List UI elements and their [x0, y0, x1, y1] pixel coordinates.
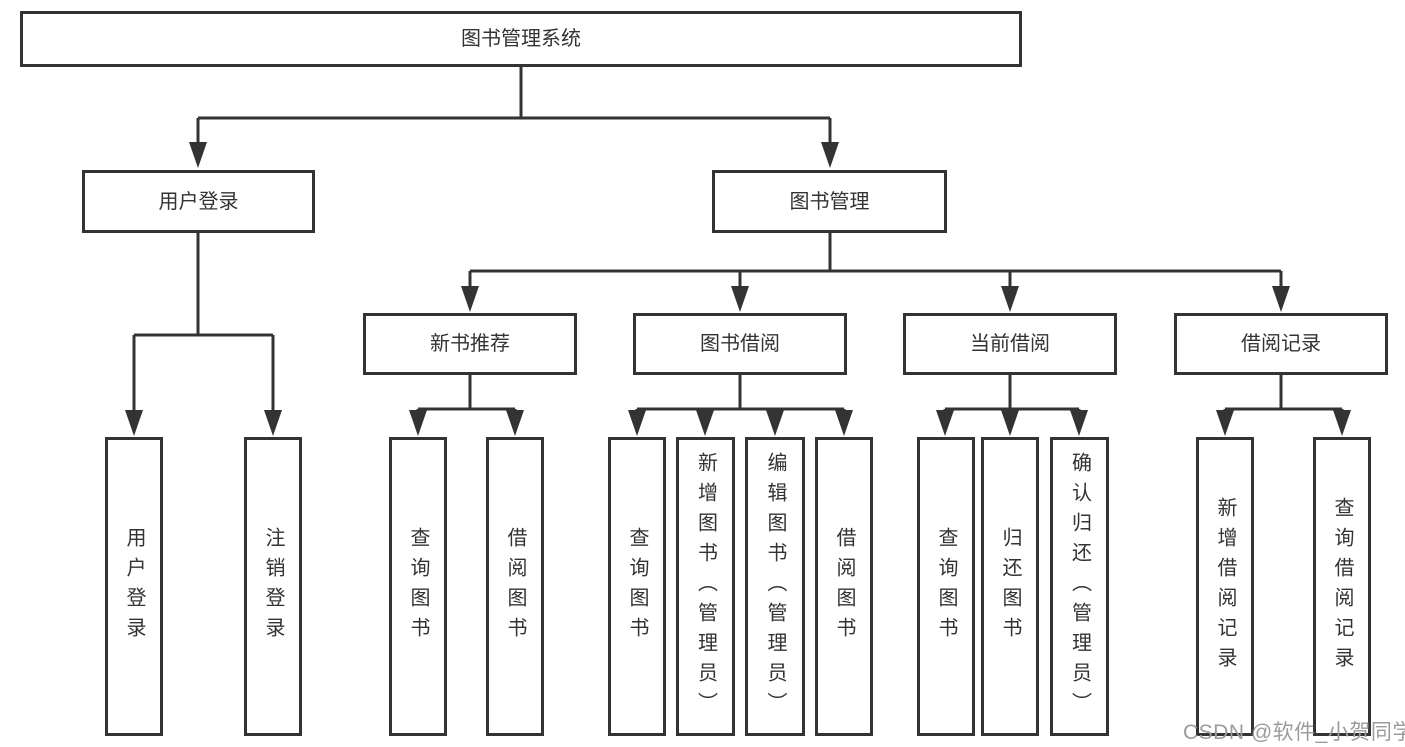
- node-label: 借阅图书: [504, 526, 526, 647]
- node-label: 新增借阅记录: [1214, 496, 1236, 677]
- leaf-confirm-return-admin: 确认归还（管理员）: [1050, 437, 1109, 736]
- leaf-add-book-admin: 新增图书（管理员）: [676, 437, 735, 736]
- node-label: 编辑图书（管理员）: [764, 451, 786, 722]
- node-current-borrowing: 当前借阅: [903, 313, 1117, 375]
- node-label: 图书借阅: [700, 333, 780, 355]
- node-label: 确认归还（管理员）: [1068, 451, 1091, 722]
- node-book-borrowing: 图书借阅: [633, 313, 847, 375]
- node-label: 查询借阅记录: [1331, 496, 1353, 677]
- node-label: 归还图书: [999, 526, 1021, 647]
- node-book-management: 图书管理: [712, 170, 947, 233]
- node-borrowing-records: 借阅记录: [1174, 313, 1388, 375]
- leaf-logout: 注销登录: [244, 437, 302, 736]
- node-label: 新书推荐: [430, 333, 510, 355]
- node-label: 查询图书: [935, 526, 957, 647]
- node-label: 用户登录: [158, 190, 239, 213]
- node-user-login: 用户登录: [82, 170, 315, 233]
- node-label: 借阅图书: [833, 526, 855, 647]
- node-label: 查询图书: [626, 526, 648, 647]
- node-library-system: 图书管理系统: [20, 11, 1022, 67]
- node-label: 查询图书: [407, 526, 429, 647]
- leaf-borrow-books-recommend: 借阅图书: [486, 437, 544, 736]
- leaf-query-books-recommend: 查询图书: [389, 437, 447, 736]
- node-label: 借阅记录: [1241, 333, 1321, 355]
- node-label: 注销登录: [262, 526, 284, 647]
- node-label: 图书管理: [789, 190, 870, 213]
- node-label: 用户登录: [123, 526, 145, 647]
- leaf-return-book: 归还图书: [981, 437, 1039, 736]
- leaf-borrow-books-borrowing: 借阅图书: [815, 437, 873, 736]
- leaf-query-books-borrowing: 查询图书: [608, 437, 666, 736]
- leaf-add-borrow-record: 新增借阅记录: [1196, 437, 1254, 736]
- watermark-csdn: CSDN @软件_小贺同学: [1183, 721, 1405, 744]
- node-label: 图书管理系统: [461, 28, 581, 50]
- leaf-edit-book-admin: 编辑图书（管理员）: [745, 437, 805, 736]
- leaf-user-login: 用户登录: [105, 437, 163, 736]
- leaf-query-books-current: 查询图书: [917, 437, 975, 736]
- node-new-book-recommend: 新书推荐: [363, 313, 577, 375]
- leaf-query-borrow-record: 查询借阅记录: [1313, 437, 1371, 736]
- node-label: 新增图书（管理员）: [694, 451, 717, 722]
- node-label: 当前借阅: [970, 333, 1050, 355]
